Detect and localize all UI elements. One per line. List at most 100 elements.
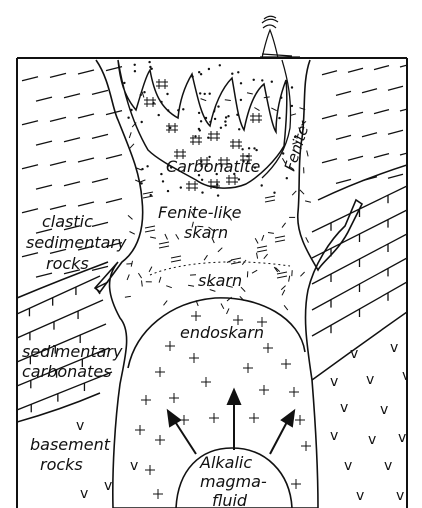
skarn-tick xyxy=(247,93,253,94)
dot xyxy=(198,128,200,130)
skarn-tick xyxy=(284,305,288,310)
skarn-tick xyxy=(300,190,304,194)
clastic-dash xyxy=(78,158,94,162)
skarn-tick xyxy=(127,274,129,280)
clastic-dash xyxy=(362,133,377,137)
dot xyxy=(291,105,293,107)
dot xyxy=(146,165,148,167)
label-skarn: skarn xyxy=(198,271,242,290)
dot xyxy=(140,182,142,184)
label-fluid: fluid xyxy=(212,491,248,508)
basement-v-mark: v xyxy=(330,374,338,390)
clastic-dashes-right xyxy=(322,63,415,183)
equals-stroke xyxy=(145,230,155,232)
skarn-tick xyxy=(307,151,308,157)
basement-v-mark: v xyxy=(384,458,392,474)
basement-v-mark: v xyxy=(330,428,338,444)
skarn-tick xyxy=(264,97,270,98)
dot xyxy=(278,117,280,119)
dot xyxy=(198,71,200,73)
skarn-tick xyxy=(188,285,194,286)
clastic-dash xyxy=(336,179,351,183)
clastic-dash xyxy=(64,138,80,142)
dot xyxy=(180,186,182,188)
basement-v-mark: v xyxy=(356,488,364,504)
dot xyxy=(286,177,288,179)
dot xyxy=(224,120,226,122)
dot xyxy=(208,68,210,70)
clastic-dash xyxy=(36,185,52,189)
basement-v-mark: v xyxy=(80,486,88,502)
equals-stroke xyxy=(143,196,153,198)
equals-stroke xyxy=(257,250,267,252)
dot xyxy=(158,114,160,116)
skarn-tick xyxy=(254,108,259,111)
clastic-dash xyxy=(92,90,108,94)
dot xyxy=(248,147,250,149)
skarn-tick xyxy=(138,273,141,278)
equals-stroke xyxy=(231,262,241,264)
clastic-dash xyxy=(50,117,66,121)
clastic-dash xyxy=(362,89,377,93)
equals-stroke xyxy=(265,196,275,198)
skarn-tick xyxy=(255,238,258,243)
clastic-dash xyxy=(78,202,94,206)
skarn-tick xyxy=(125,296,131,297)
dot xyxy=(227,115,229,117)
volcanic-vent-icon xyxy=(247,16,300,58)
clastic-dash xyxy=(50,205,66,209)
skarn-tick xyxy=(225,100,231,101)
dot xyxy=(217,194,219,196)
dot xyxy=(198,112,200,114)
basement-v-mark: v xyxy=(398,430,406,446)
clastic-dash xyxy=(348,68,363,72)
dot xyxy=(162,180,164,182)
dot xyxy=(271,81,273,83)
skarn-tick xyxy=(130,232,135,235)
basement-v-mark: v xyxy=(368,432,376,448)
dot xyxy=(236,114,238,116)
dot xyxy=(241,148,243,150)
clastic-dash xyxy=(78,114,94,118)
clastic-dash xyxy=(388,86,403,90)
skarn-tick xyxy=(165,234,168,240)
dot xyxy=(182,108,184,110)
dot xyxy=(231,73,233,75)
dot xyxy=(261,79,263,81)
dot xyxy=(291,86,293,88)
clastic-dash xyxy=(50,73,66,77)
clastic-dash xyxy=(92,134,108,138)
label-basement-rocks: rocks xyxy=(40,455,83,474)
clastic-dash xyxy=(36,273,52,277)
dot xyxy=(123,82,125,84)
skarn-tick xyxy=(142,281,143,287)
clastic-dash xyxy=(388,130,403,134)
clastic-dash xyxy=(92,222,108,226)
dot xyxy=(130,109,132,111)
equals-stroke xyxy=(231,258,241,260)
clastic-dash xyxy=(322,71,337,75)
dot xyxy=(148,61,150,63)
dot xyxy=(225,124,227,126)
clastic-dash xyxy=(64,182,80,186)
dot xyxy=(134,64,136,66)
dot xyxy=(253,79,255,81)
label-basement: basement xyxy=(30,435,111,454)
basement-v-mark: v xyxy=(402,368,410,384)
dot xyxy=(199,92,201,94)
skarn-tick xyxy=(204,255,207,260)
equals-stroke xyxy=(171,260,181,262)
dot xyxy=(219,64,221,66)
dot xyxy=(160,173,162,175)
clastic-dash xyxy=(388,174,403,178)
dot xyxy=(225,116,227,118)
equals-stroke xyxy=(159,242,169,244)
dot xyxy=(240,99,242,101)
skarn-tick xyxy=(129,132,131,138)
magma-flow-arrows xyxy=(168,390,294,454)
dot xyxy=(253,147,255,149)
clastic-dash xyxy=(22,253,38,257)
skarn-tick xyxy=(149,267,152,272)
skarn-tick xyxy=(305,201,311,202)
skarn-tick xyxy=(306,237,309,242)
